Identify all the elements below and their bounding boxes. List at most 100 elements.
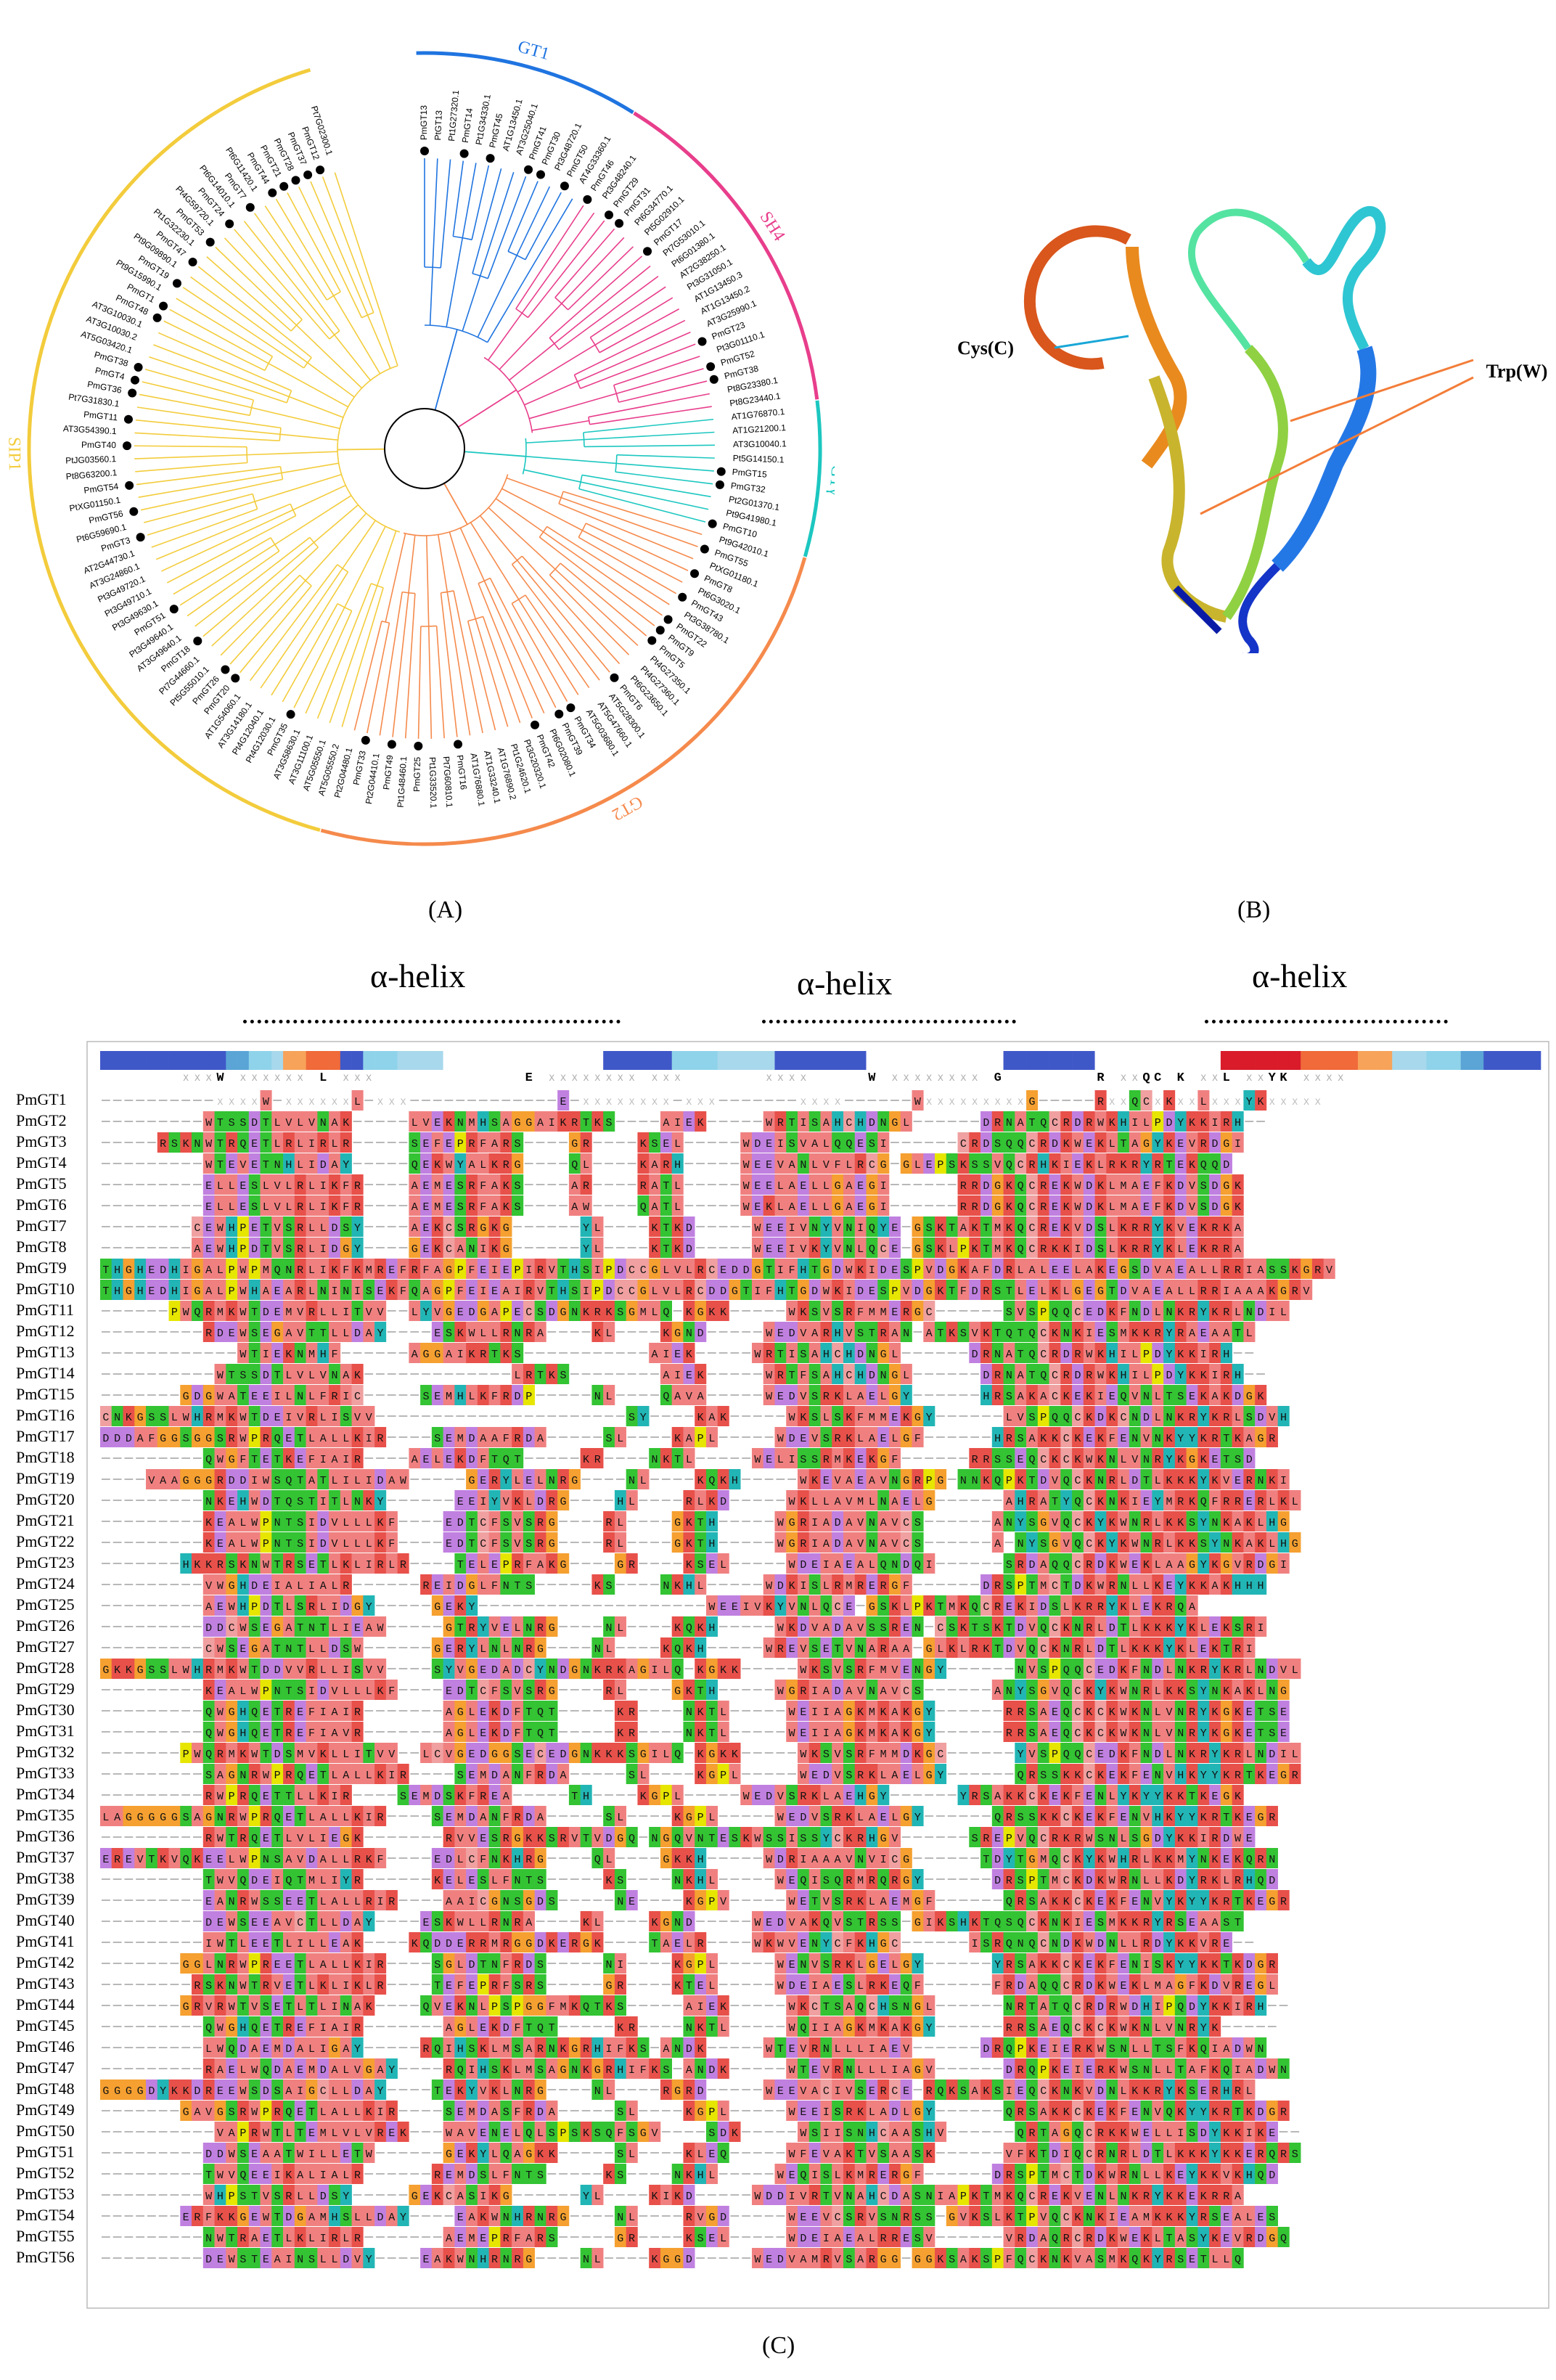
residue: L [480,1328,486,1340]
residue: C [628,1264,635,1277]
residue: G [628,1306,635,1319]
residue: N [1120,1580,1126,1592]
residue: K [811,1475,818,1487]
residue: N [320,1117,327,1129]
residue: S [811,1306,818,1319]
conservation-cell [568,1051,581,1070]
residue: A [674,1391,681,1403]
residue: L [1269,1538,1275,1550]
residue: T [263,1159,269,1171]
residue: K [937,1222,943,1235]
residue: R [1246,1622,1253,1635]
residue: C [1063,1433,1070,1445]
conservation-cell [591,1051,604,1070]
conservation-cell [1277,1051,1290,1070]
residue: R [972,1138,978,1150]
residue: N [663,1580,669,1592]
residue: R [331,1391,337,1403]
residue: R [503,1159,509,1171]
residue: G [571,1475,578,1487]
residue: T [251,1412,258,1424]
residue: K [1109,1306,1115,1319]
residue: G [914,1412,921,1424]
residue: Y [343,1159,349,1171]
residue: H [835,1370,841,1382]
residue: L [720,1559,726,1571]
residue: G [1189,1454,1195,1466]
residue: X [812,1097,818,1108]
residue: V [777,1159,784,1171]
residue: F [1120,1306,1126,1319]
residue: L [777,1454,784,1466]
residue: S [811,1454,818,1466]
residue: R [1246,1559,1253,1571]
residue: K [1006,1222,1012,1235]
conservation-cell [1346,1051,1359,1070]
residue: S [251,1370,258,1382]
residue: K [708,1496,715,1508]
residue: G [640,1285,647,1298]
residue: A [1017,1391,1024,1403]
residue: P [1143,1349,1150,1361]
residue: G [194,1475,200,1487]
residue: S [285,1243,292,1256]
residue: K [1200,1391,1207,1403]
residue: Q [1052,1559,1058,1571]
residue: T [1109,1285,1115,1298]
residue: E [274,1306,281,1319]
conservation-bar [100,1051,1541,1070]
residue: D [160,1285,166,1298]
residue: R [994,1370,1001,1382]
conservation-cell [671,1051,684,1070]
residue: R [297,1222,303,1235]
residue: D [857,1349,864,1361]
residue: S [606,1580,613,1592]
residue: V [1234,1559,1241,1571]
residue: E [148,1264,155,1277]
residue: H [1120,1370,1126,1382]
residue: A [1212,1328,1219,1340]
residue: X [298,1097,303,1108]
residue: E [845,1559,852,1571]
residue: L [949,1243,955,1256]
leaf-label: PmGT14 [460,107,475,144]
residue: W [1086,1349,1092,1361]
residue: K [1063,1222,1070,1235]
residue: L [891,1349,898,1361]
residue: Q [1017,1180,1024,1193]
residue: F [388,1538,395,1550]
residue: A [434,1264,441,1277]
residue: H [1246,1580,1253,1592]
residue: E [491,1559,498,1571]
residue: C [835,1601,841,1614]
residue: N [354,1496,361,1508]
residue: S [583,1264,589,1277]
residue: G [183,1475,189,1487]
residue: K [1212,1306,1219,1319]
residue: E [446,1538,452,1550]
residue: N [549,1475,555,1487]
residue: V [366,1412,372,1424]
residue: D [229,1475,235,1487]
residue: E [263,1328,269,1340]
residue: S [652,1138,658,1150]
residue: S [422,1391,429,1403]
residue: M [308,1349,315,1361]
residue: K [1063,1622,1070,1635]
residue: L [606,1328,613,1340]
residue: L [823,1201,830,1214]
consensus-char: L [319,1071,327,1085]
residue: L [823,1138,830,1150]
residue: E [503,1622,509,1635]
residue: K [1143,1622,1150,1635]
residue: I [343,1454,349,1466]
residue: E [263,1391,269,1403]
residue: N [606,1622,613,1635]
residue: T [983,1222,989,1235]
conservation-cell [134,1051,147,1070]
residue: M [845,1580,852,1592]
residue: T [285,1517,292,1529]
residue: Y [1017,1517,1024,1529]
residue: F [480,1138,486,1150]
residue: H [480,1117,486,1129]
